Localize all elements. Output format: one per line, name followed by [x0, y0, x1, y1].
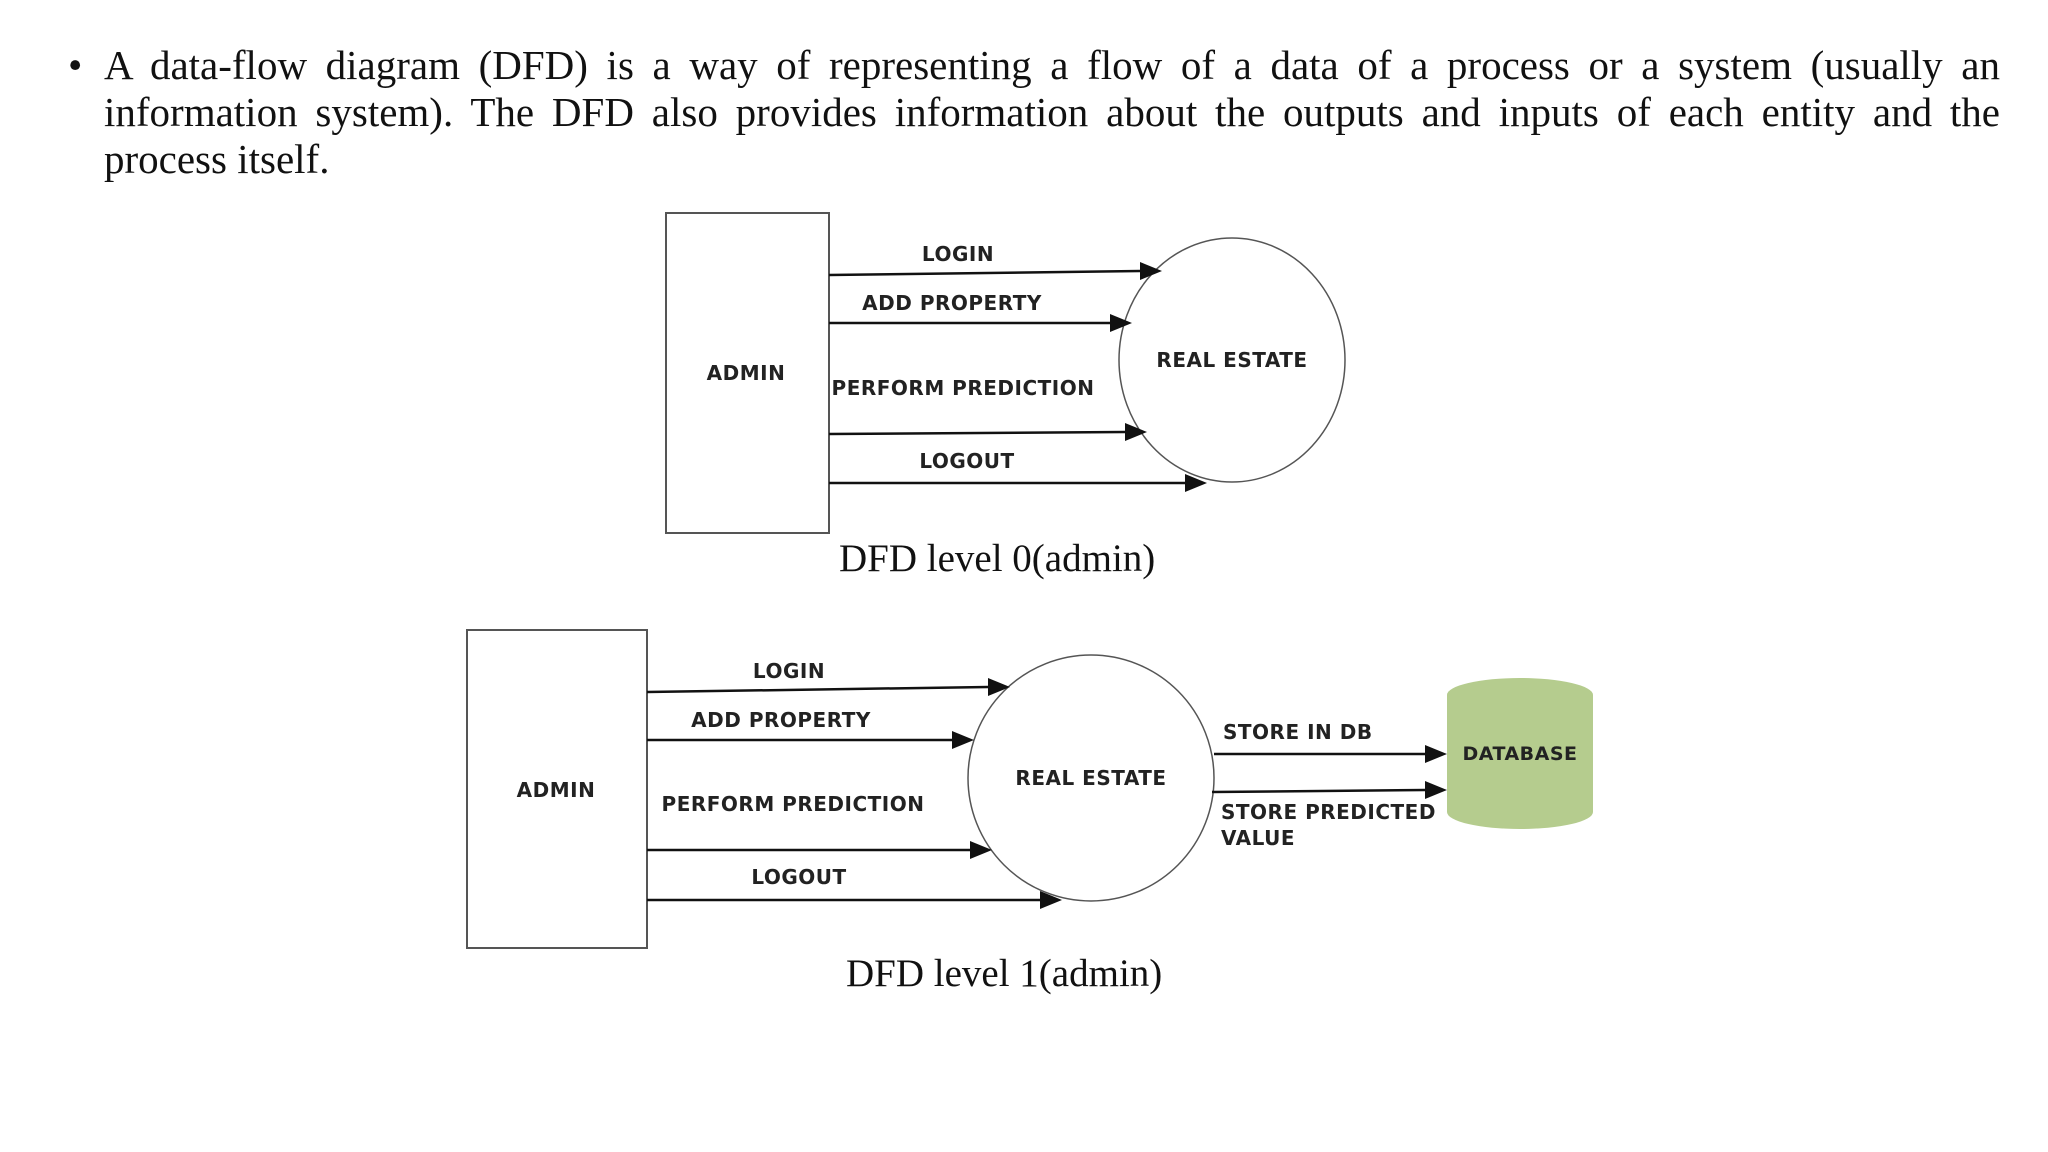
database-cylinder [1447, 678, 1593, 829]
logout-arrowhead [1040, 891, 1062, 909]
admin-entity-box [665, 212, 830, 534]
database-store: DATABASE [1447, 678, 1593, 829]
real-estate-label: REAL ESTATE [1156, 348, 1307, 372]
level-0-caption: DFD level 0(admin) [839, 537, 1156, 580]
store-predicted-flow-line [1211, 788, 1426, 794]
store-predicted-label: STORE PREDICTED [1221, 800, 1436, 824]
dfd-level-1: ADMIN REAL ESTATE LOGIN ADD PROPERTY PER… [466, 629, 1593, 949]
login-flow-line [828, 269, 1141, 277]
login-arrowhead [1140, 262, 1162, 280]
intro-paragraph: • A data-flow diagram (DFD) is a way of … [60, 42, 2000, 183]
login-arrowhead [988, 678, 1010, 696]
store-in-db-arrowhead [1425, 745, 1447, 763]
store-in-db-label: STORE IN DB [1223, 720, 1373, 744]
perform-prediction-flow-label: PERFORM PREDICTION [662, 792, 925, 816]
add-property-arrowhead [952, 731, 974, 749]
perform-prediction-arrowhead [1125, 423, 1147, 441]
level-1-caption: DFD level 1(admin) [846, 952, 1163, 995]
real-estate-label: REAL ESTATE [1015, 766, 1166, 790]
login-flow-label: LOGIN [922, 242, 994, 266]
admin-entity-label: ADMIN [517, 778, 596, 802]
store-predicted-arrowhead [1425, 781, 1447, 799]
database-label: DATABASE [1462, 743, 1577, 765]
add-property-arrowhead [1110, 314, 1132, 332]
admin-entity-label: ADMIN [707, 361, 786, 385]
store-predicted-value-label: VALUE [1221, 826, 1295, 850]
perform-prediction-flow-line [828, 430, 1126, 436]
logout-arrowhead [1185, 474, 1207, 492]
dfd-level-0: ADMIN REAL ESTATE LOGIN ADD PROPERTY PER… [665, 212, 1346, 534]
bullet-icon: • [68, 42, 83, 88]
login-flow-line [646, 685, 989, 694]
add-property-flow-label: ADD PROPERTY [862, 291, 1042, 315]
perform-prediction-flow-label: PERFORM PREDICTION [832, 376, 1095, 400]
logout-flow-label: LOGOUT [751, 865, 846, 889]
add-property-flow-label: ADD PROPERTY [691, 708, 871, 732]
logout-flow-label: LOGOUT [919, 449, 1014, 473]
intro-text: A data-flow diagram (DFD) is a way of re… [104, 42, 2000, 182]
real-estate-process [967, 654, 1215, 902]
admin-entity-box [466, 629, 648, 949]
real-estate-process [1118, 237, 1346, 483]
perform-prediction-arrowhead [970, 841, 992, 859]
login-flow-label: LOGIN [753, 659, 825, 683]
